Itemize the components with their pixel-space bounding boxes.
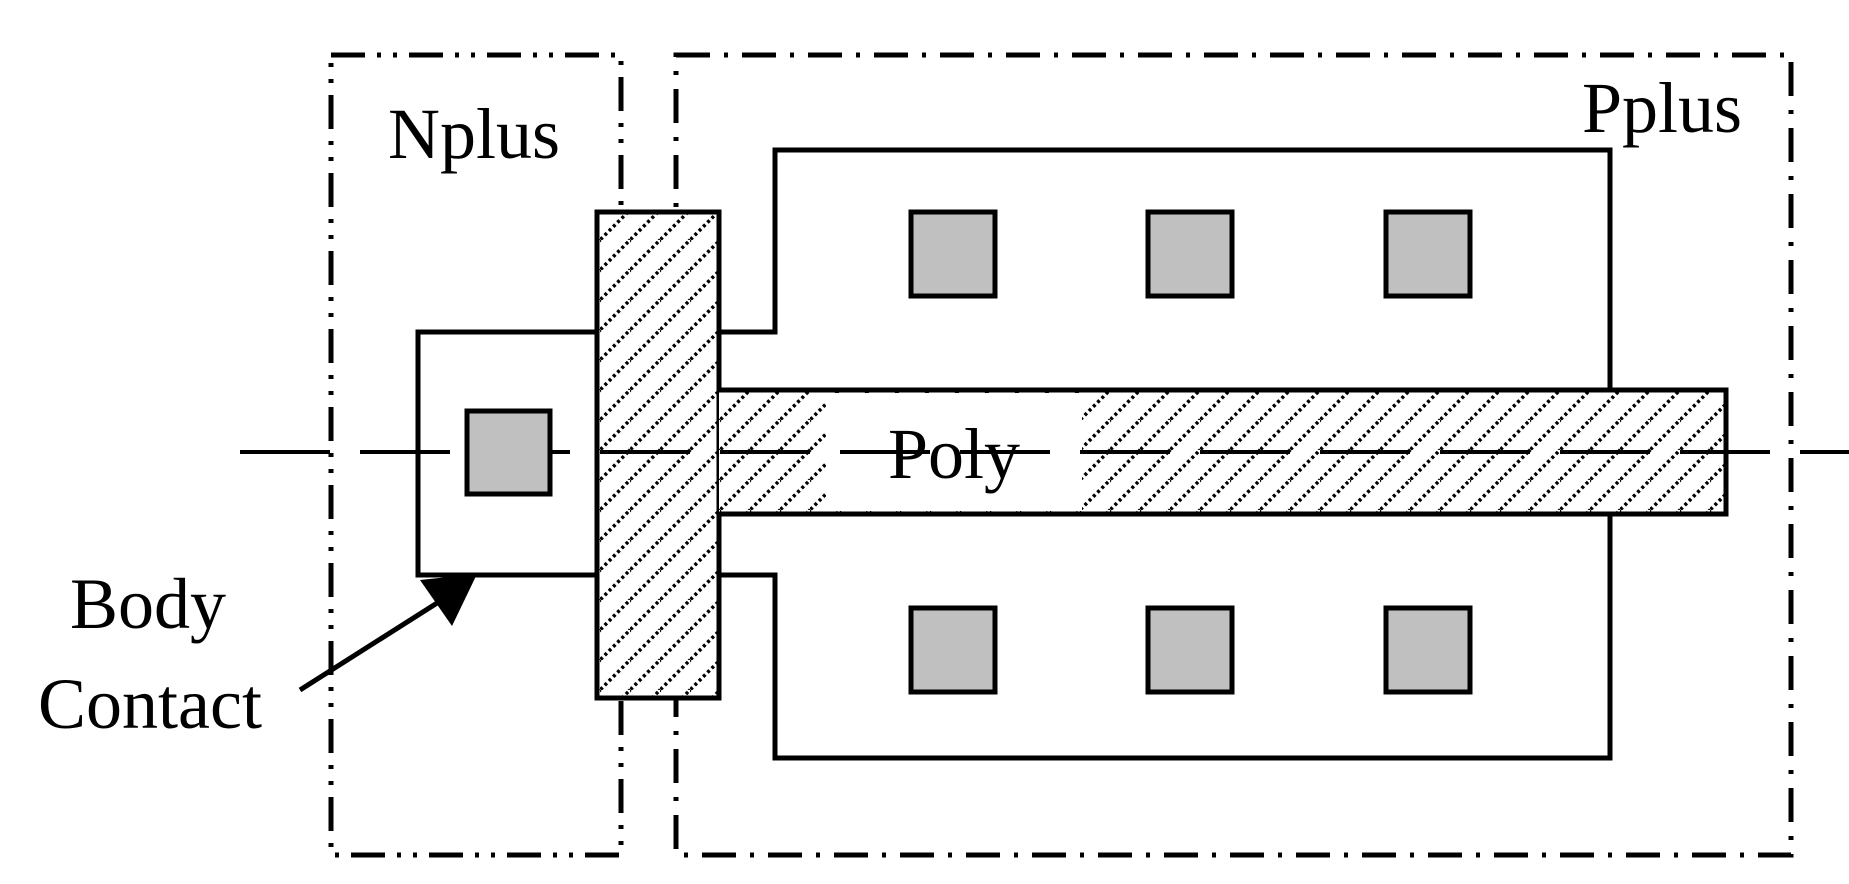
nplus-label: Nplus: [388, 94, 560, 174]
pplus-label: Pplus: [1582, 68, 1742, 148]
contact-cut-bottom-1: [908, 605, 998, 695]
contact-cut-top-2: [1145, 209, 1235, 299]
body-contact-label-line1: Body: [70, 564, 226, 644]
body-contact-arrow: [298, 574, 477, 693]
pplus-region: [673, 52, 1794, 858]
contact-cut-top-1: [908, 209, 998, 299]
body-contact-cut: [464, 408, 553, 497]
contact-cut-bottom-3: [1383, 605, 1473, 695]
poly-label: Poly: [888, 414, 1020, 494]
contact-cut-bottom-2: [1145, 605, 1235, 695]
body-contact-label-line2: Contact: [38, 664, 262, 744]
contact-cut-top-3: [1383, 209, 1473, 299]
